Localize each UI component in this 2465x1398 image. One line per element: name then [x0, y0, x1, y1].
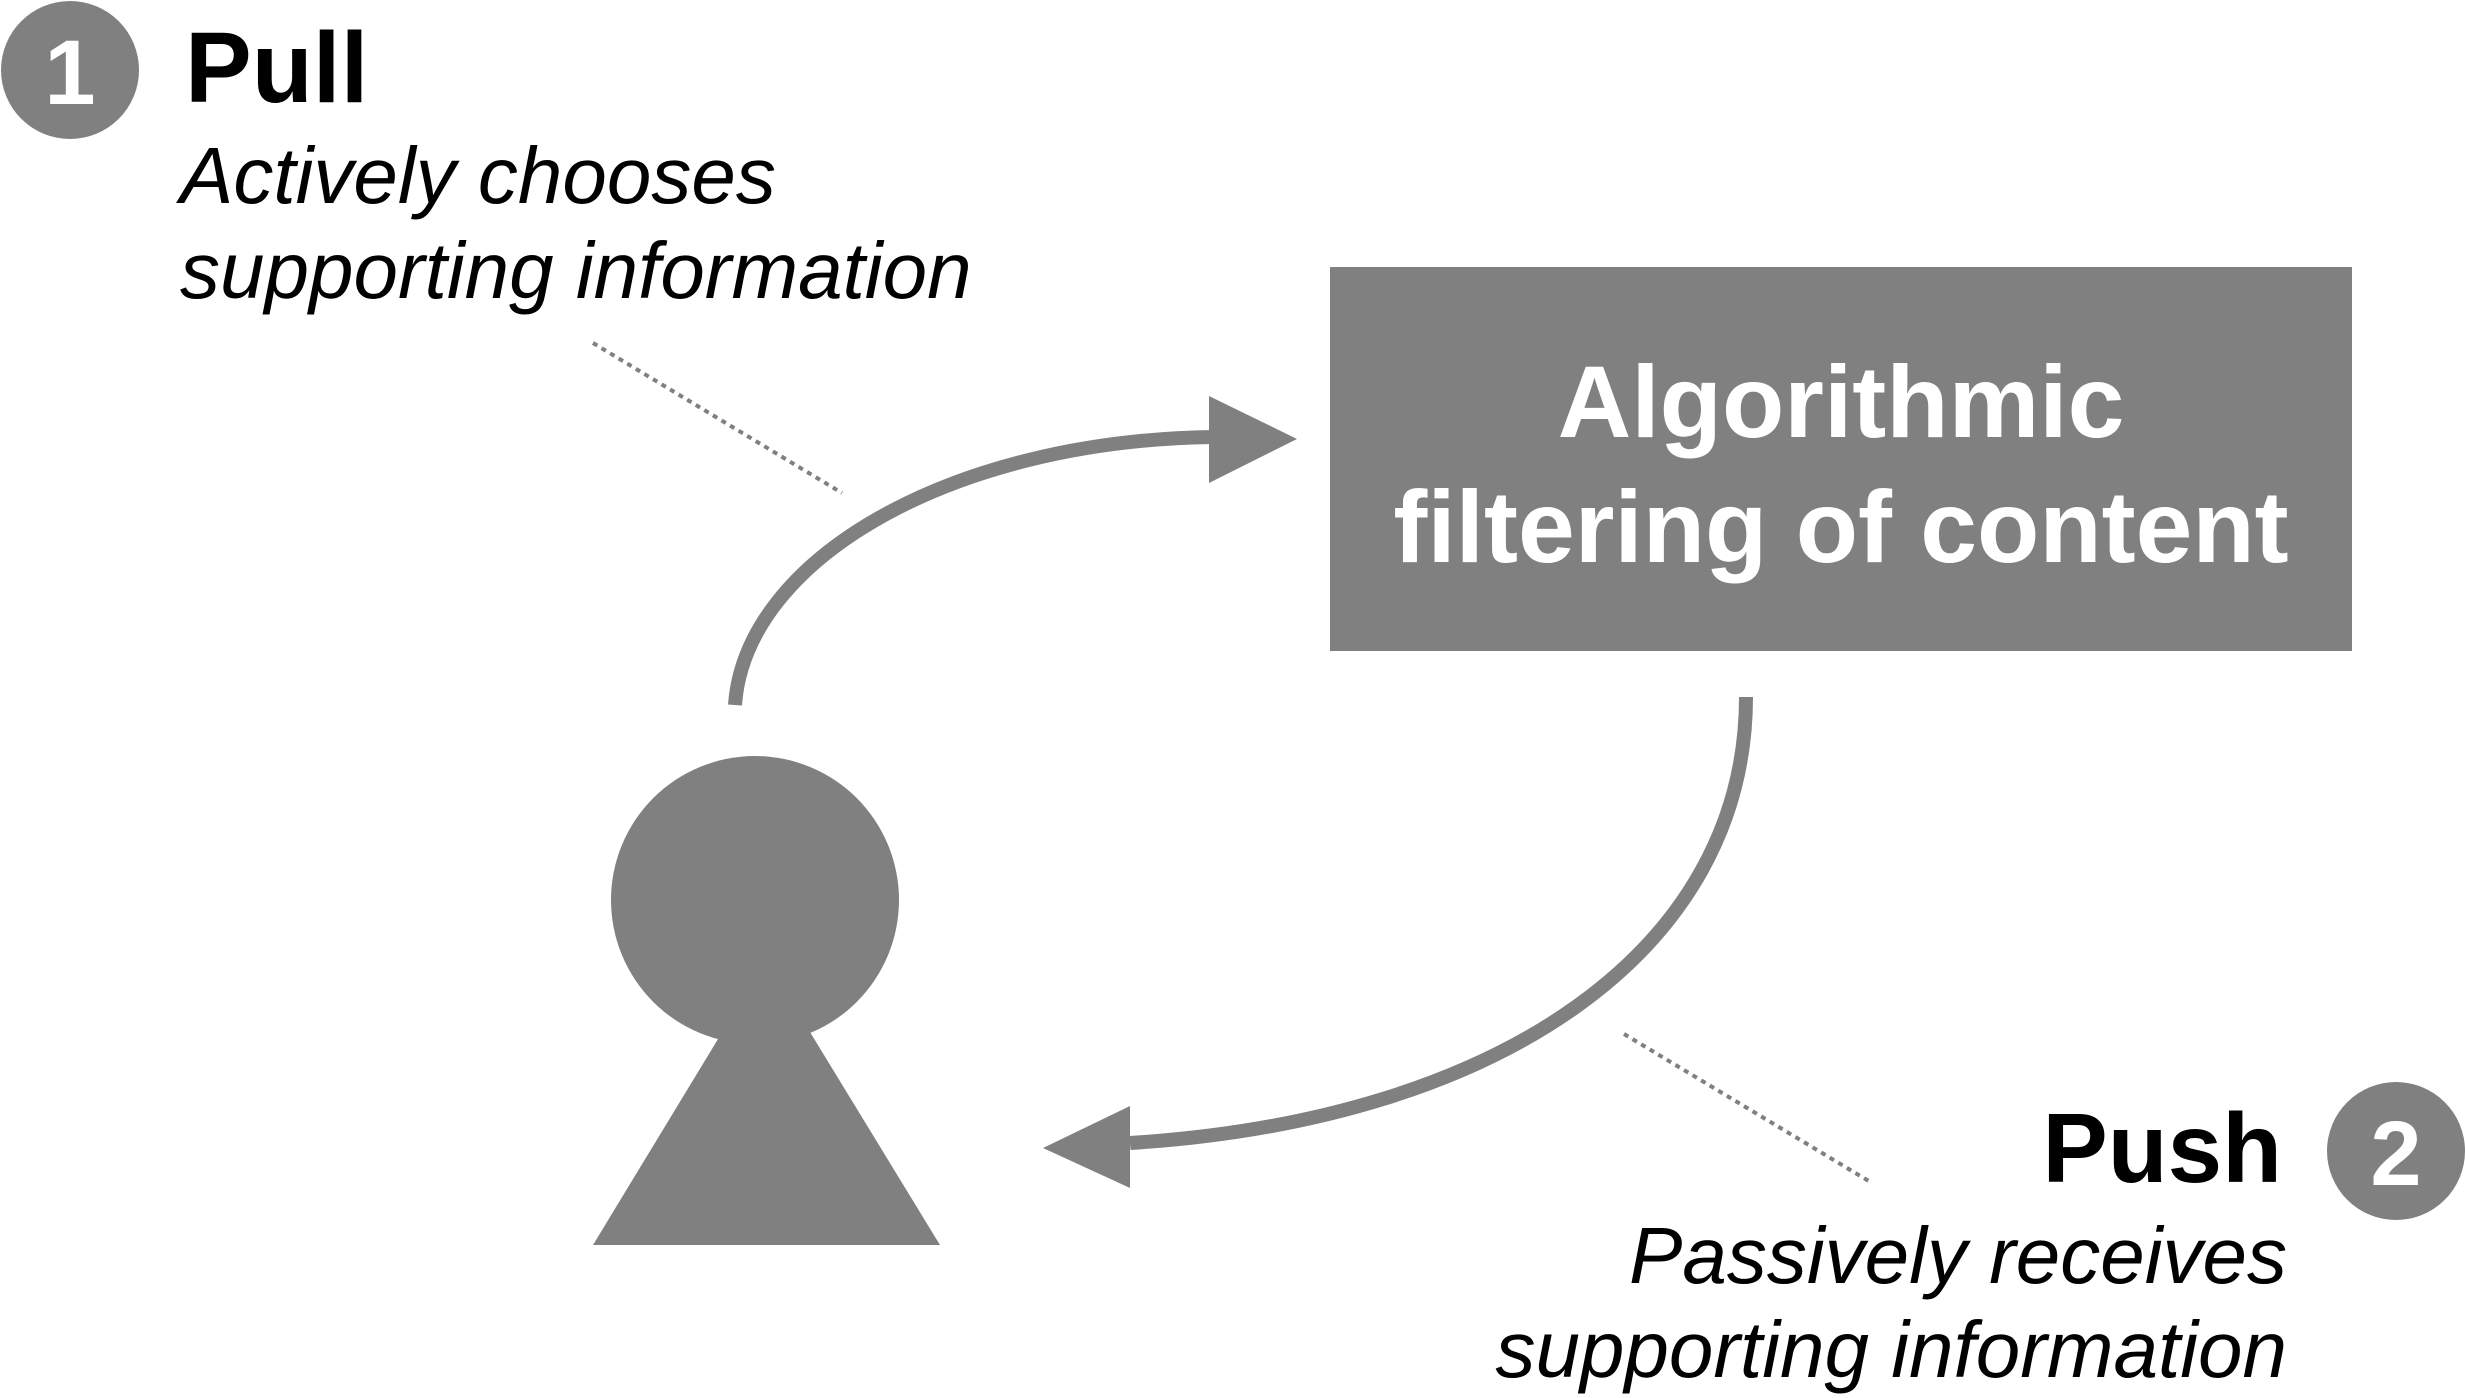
pull-arrowhead-icon	[1209, 396, 1297, 483]
filter-box-line-2: filtering of content	[1393, 470, 2288, 584]
pull-title: Pull	[185, 12, 368, 124]
filter-box-background	[1330, 267, 2352, 651]
pull-number-badge	[1, 1, 139, 139]
person-body	[593, 960, 940, 1245]
pull-leader-line	[591, 341, 844, 495]
push-title: Push	[2042, 1093, 2282, 1203]
push-number: 2	[2370, 1103, 2421, 1205]
push-arrow-curve	[1129, 696, 1753, 1150]
push-arrowhead-icon	[1043, 1106, 1130, 1188]
pull-number: 1	[44, 22, 95, 124]
push-leader-line	[1622, 1032, 1874, 1185]
push-arrow	[1043, 696, 1753, 1188]
push-label-group: Push 2 Passively receives supporting inf…	[1495, 1082, 2465, 1394]
person-head	[611, 756, 899, 1044]
push-description-line-1: Passively receives	[1629, 1211, 2287, 1300]
pull-arrow	[728, 396, 1297, 706]
pull-description-line-1: Actively chooses	[176, 131, 776, 220]
filter-box-line-1: Algorithmic	[1558, 345, 2125, 459]
pull-label-group: 1 Pull Actively chooses supporting infor…	[1, 1, 972, 315]
filter-box: Algorithmic filtering of content	[1330, 267, 2352, 651]
person-icon	[593, 756, 940, 1245]
pull-description-line-2: supporting information	[180, 226, 972, 315]
pull-arrow-curve	[728, 430, 1216, 706]
push-description-line-2: supporting information	[1495, 1305, 2287, 1394]
push-number-badge	[2327, 1082, 2465, 1220]
